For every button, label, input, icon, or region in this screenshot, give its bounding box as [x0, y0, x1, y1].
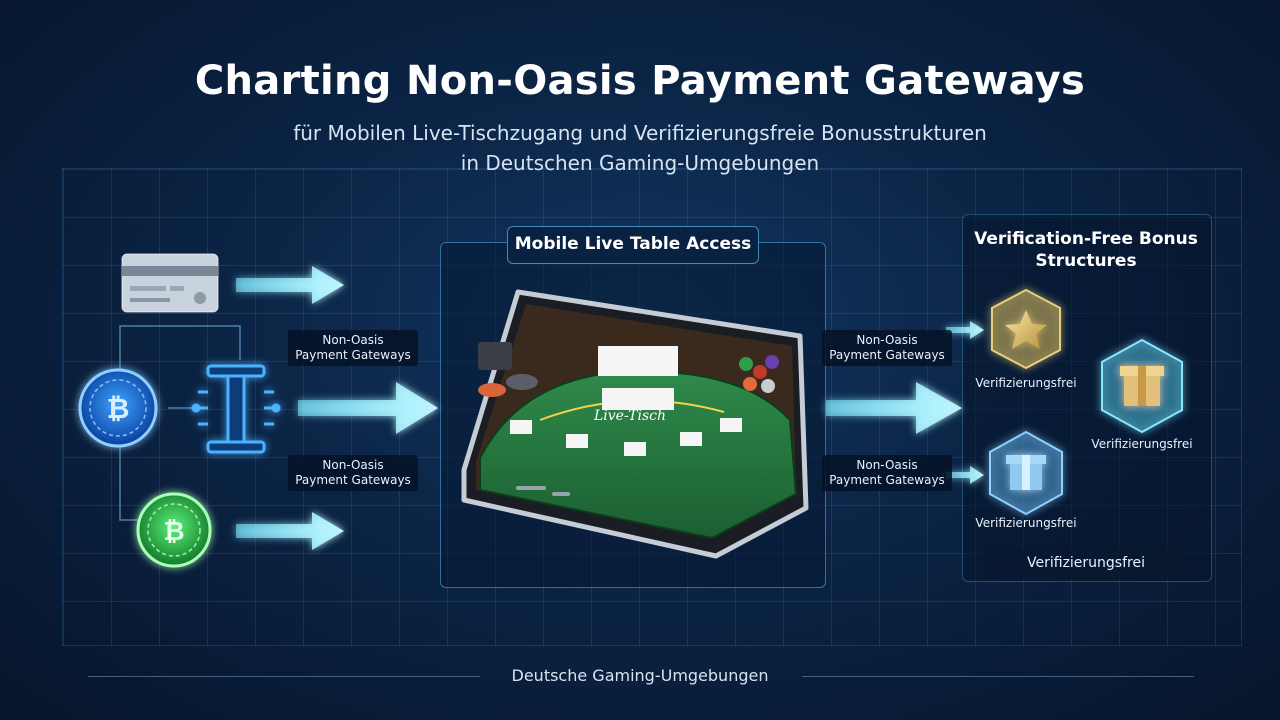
arrow-green	[236, 512, 344, 550]
svg-text:₿: ₿	[163, 517, 184, 547]
bonus-label-star: Verifizierungsfrei	[975, 376, 1077, 390]
gateway-label-top: Non-Oasis Payment Gateways	[288, 330, 418, 366]
arrow-out-top	[946, 321, 984, 339]
input-arrows	[236, 266, 438, 550]
bonus-panel-title: Verification-Free Bonus Structures	[962, 228, 1210, 272]
output-label-bottom-line2: Payment Gateways	[829, 473, 945, 487]
table-label: Live-Tisch	[593, 408, 666, 424]
gateway-label-bottom-line1: Non-Oasis	[322, 458, 384, 472]
footer-divider-right	[802, 676, 1194, 677]
bonus-title-line2: Structures	[1035, 251, 1137, 271]
bitcoin-icon: ₿	[78, 368, 158, 448]
output-label-top: Non-Oasis Payment Gateways	[822, 330, 952, 366]
star-cube-icon	[991, 288, 1061, 370]
output-label-bottom-line1: Non-Oasis	[856, 458, 918, 472]
subtitle-line-1: für Mobilen Live-Tischzugang und Verifiz…	[293, 121, 987, 145]
bonus-label-gift-right: Verifizierungsfrei	[1091, 437, 1193, 451]
subtitle-line-2: in Deutschen Gaming-Umgebungen	[460, 151, 820, 175]
page-title: Charting Non-Oasis Payment Gateways	[194, 58, 1086, 104]
page-subtitle: für Mobilen Live-Tischzugang und Verifiz…	[0, 118, 1280, 178]
footer-text: Deutsche Gaming-Umgebungen	[511, 666, 769, 685]
smartphone-icon: Live-Tisch	[461, 289, 809, 559]
arrow-out-bottom	[946, 466, 984, 484]
circuit-chip-icon	[191, 364, 281, 454]
gift-cube-icon	[1101, 338, 1183, 434]
green-bitcoin-icon: ₿	[136, 492, 212, 568]
gateway-label-bottom-line2: Payment Gateways	[295, 473, 411, 487]
svg-text:₿: ₿	[107, 392, 130, 425]
credit-card-icon	[121, 253, 219, 313]
footer-divider-left	[88, 676, 480, 677]
bonus-label-footer: Verifizierungsfrei	[986, 548, 1186, 578]
gateway-label-top-line1: Non-Oasis	[322, 333, 384, 347]
output-label-bottom: Non-Oasis Payment Gateways	[822, 455, 952, 491]
bonus-label-gift-bottom: Verifizierungsfrei	[975, 516, 1077, 530]
arrow-main-in	[298, 382, 438, 434]
arrow-card	[236, 266, 344, 304]
output-label-top-line1: Non-Oasis	[856, 333, 918, 347]
bonus-title-line1: Verification-Free Bonus	[974, 229, 1198, 249]
output-arrows	[826, 321, 984, 484]
gift-cube-icon-2	[989, 430, 1063, 516]
connector-lines	[119, 325, 241, 521]
gateway-label-top-line2: Payment Gateways	[295, 348, 411, 362]
output-label-top-line2: Payment Gateways	[829, 348, 945, 362]
arrow-main-out	[826, 382, 962, 434]
gateway-label-bottom: Non-Oasis Payment Gateways	[288, 455, 418, 491]
center-panel-title: Mobile Live Table Access	[507, 226, 759, 264]
